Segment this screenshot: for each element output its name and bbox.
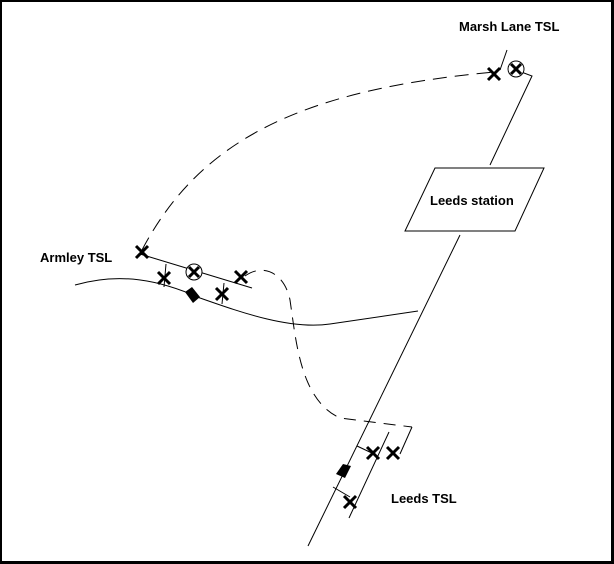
cross-icon [342,494,358,510]
dashed-route-armley-leeds [244,269,413,428]
leeds-tsl-track [348,431,390,519]
dashed-route-armley-marsh [141,71,495,251]
cross-icon [214,286,230,302]
cross-icon [134,244,150,260]
marsh-lane-tsl-label: Marsh Lane TSL [459,19,559,34]
leeds-station-box [404,167,545,232]
train-marker-icon [185,287,200,303]
leeds-tsl-label: Leeds TSL [391,491,457,506]
circled-cross-icon [507,60,525,78]
circled-cross-icon [185,263,203,281]
cross-icon [365,445,381,461]
main-line-lower [307,234,461,547]
main-line [489,69,533,166]
leeds-tsl-connector-2 [332,486,351,498]
armley-tsl-label: Armley TSL [40,250,112,265]
leeds-tsl-end [399,426,413,455]
cross-icon [385,445,401,461]
leeds-station-label: Leeds station [430,193,514,208]
train-marker-icon [336,464,351,478]
cross-icon [486,66,502,82]
cross-icon [156,270,172,286]
cross-icon [233,269,249,285]
armley-main-curve [74,278,419,326]
marsh-lane-spur [499,49,508,71]
